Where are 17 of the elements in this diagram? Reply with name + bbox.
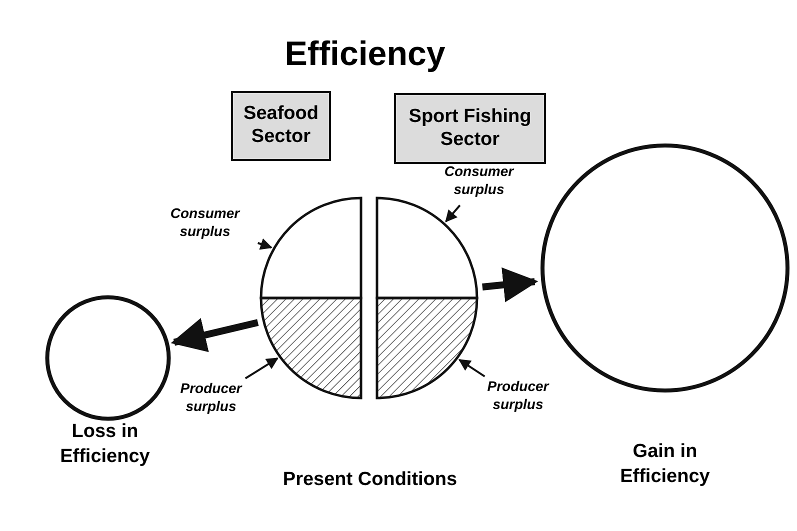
title: Efficiency (284, 34, 446, 75)
callout-text: Producer surplus (163, 380, 259, 420)
arrow (257, 238, 272, 250)
caption-text: Gain in Efficiency (619, 440, 711, 489)
arrow (170, 318, 259, 352)
sector-box: Seafood Sector (231, 91, 331, 161)
callout-text: Producer surplus (470, 378, 566, 418)
arrow (244, 357, 279, 380)
callout-text: Consumer surplus (155, 205, 255, 245)
caption-text: Present Conditions (282, 468, 458, 492)
sector-box: Sport Fishing Sector (394, 93, 546, 164)
arrow (482, 267, 538, 302)
circle (46, 296, 170, 420)
caption-text: Loss in Efficiency (59, 420, 151, 469)
arrow (445, 204, 461, 222)
callout-text: Consumer surplus (432, 163, 526, 203)
arrow (458, 358, 486, 378)
